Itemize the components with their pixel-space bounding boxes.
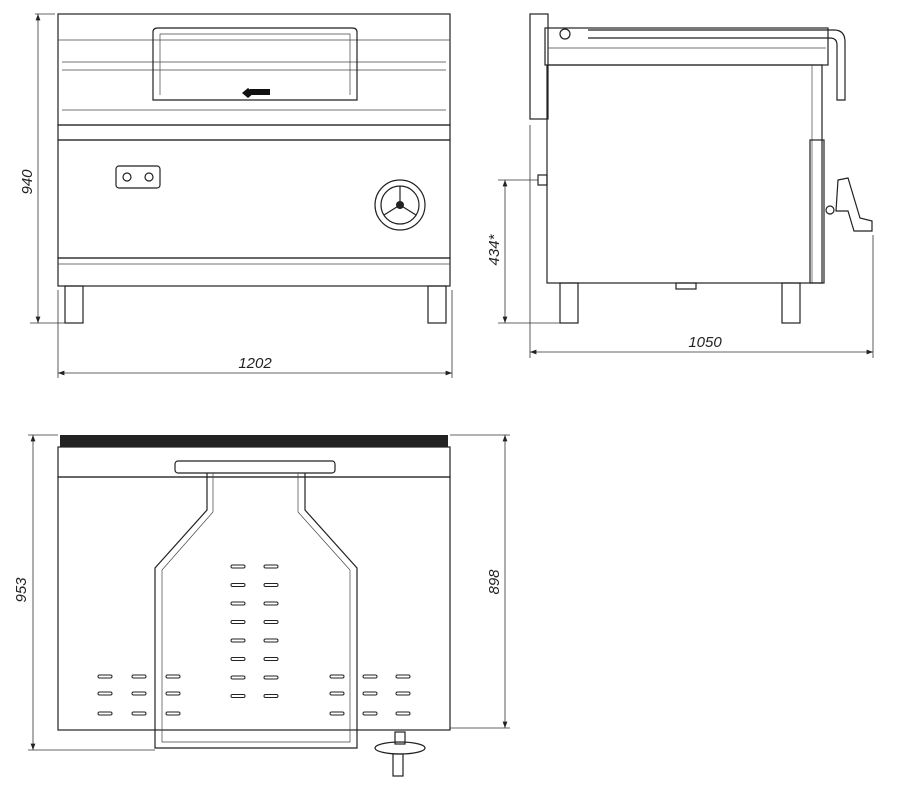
vent-slot <box>230 564 246 569</box>
dimension-depth-top: 953 <box>13 577 30 603</box>
vent-slot <box>263 638 279 643</box>
dimension-height-side: 434* <box>486 233 503 265</box>
front-view: 940 1202 <box>19 13 453 378</box>
vent-slot <box>263 657 279 661</box>
leg <box>427 285 447 324</box>
dimension-width-front: 1202 <box>238 355 272 372</box>
vent-slot <box>131 691 147 696</box>
vent-slot <box>230 638 246 643</box>
leg <box>64 285 84 324</box>
vent-slot <box>165 674 181 679</box>
leg <box>781 282 801 324</box>
dimension-depth-side: 1050 <box>688 334 722 351</box>
vent-slot <box>97 691 113 696</box>
vent-slot <box>230 620 246 624</box>
vent-slot <box>131 674 147 679</box>
vent-slot <box>230 657 246 661</box>
vent-slot <box>165 711 181 716</box>
vent-slot <box>230 694 246 698</box>
vent-slot <box>395 711 411 716</box>
leg <box>559 282 579 324</box>
control-switch <box>115 165 161 189</box>
vent-slot <box>329 674 345 679</box>
tilt-crank-side <box>835 177 873 232</box>
brand-logo <box>242 88 270 98</box>
vent-slot <box>329 691 345 696</box>
vent-slot <box>263 694 279 698</box>
vent-slot <box>97 674 113 679</box>
vent-slot <box>230 601 246 606</box>
vent-slot <box>263 564 279 569</box>
vent-slot <box>97 711 113 716</box>
dimension-height-front: 940 <box>19 169 36 195</box>
vent-slot <box>329 711 345 716</box>
tilt-crank-top <box>374 731 426 777</box>
vent-slot <box>263 675 279 680</box>
vent-slot <box>230 675 246 680</box>
vent-slots <box>97 564 411 716</box>
tilt-wheel-front <box>374 179 426 231</box>
vent-slot <box>131 711 147 716</box>
vent-slot <box>165 691 181 696</box>
vent-slot <box>263 601 279 606</box>
dimension-inner-depth-top: 898 <box>486 569 503 595</box>
top-view: 953 898 <box>13 434 510 777</box>
vent-slot <box>362 674 378 679</box>
side-view: 434* 1050 <box>486 13 874 358</box>
vent-slot <box>395 691 411 696</box>
vent-slot <box>230 583 246 587</box>
vent-slot <box>362 691 378 696</box>
vent-slot <box>263 583 279 587</box>
vent-slot <box>263 620 279 624</box>
vent-slot <box>395 674 411 679</box>
vent-slot <box>362 711 378 716</box>
